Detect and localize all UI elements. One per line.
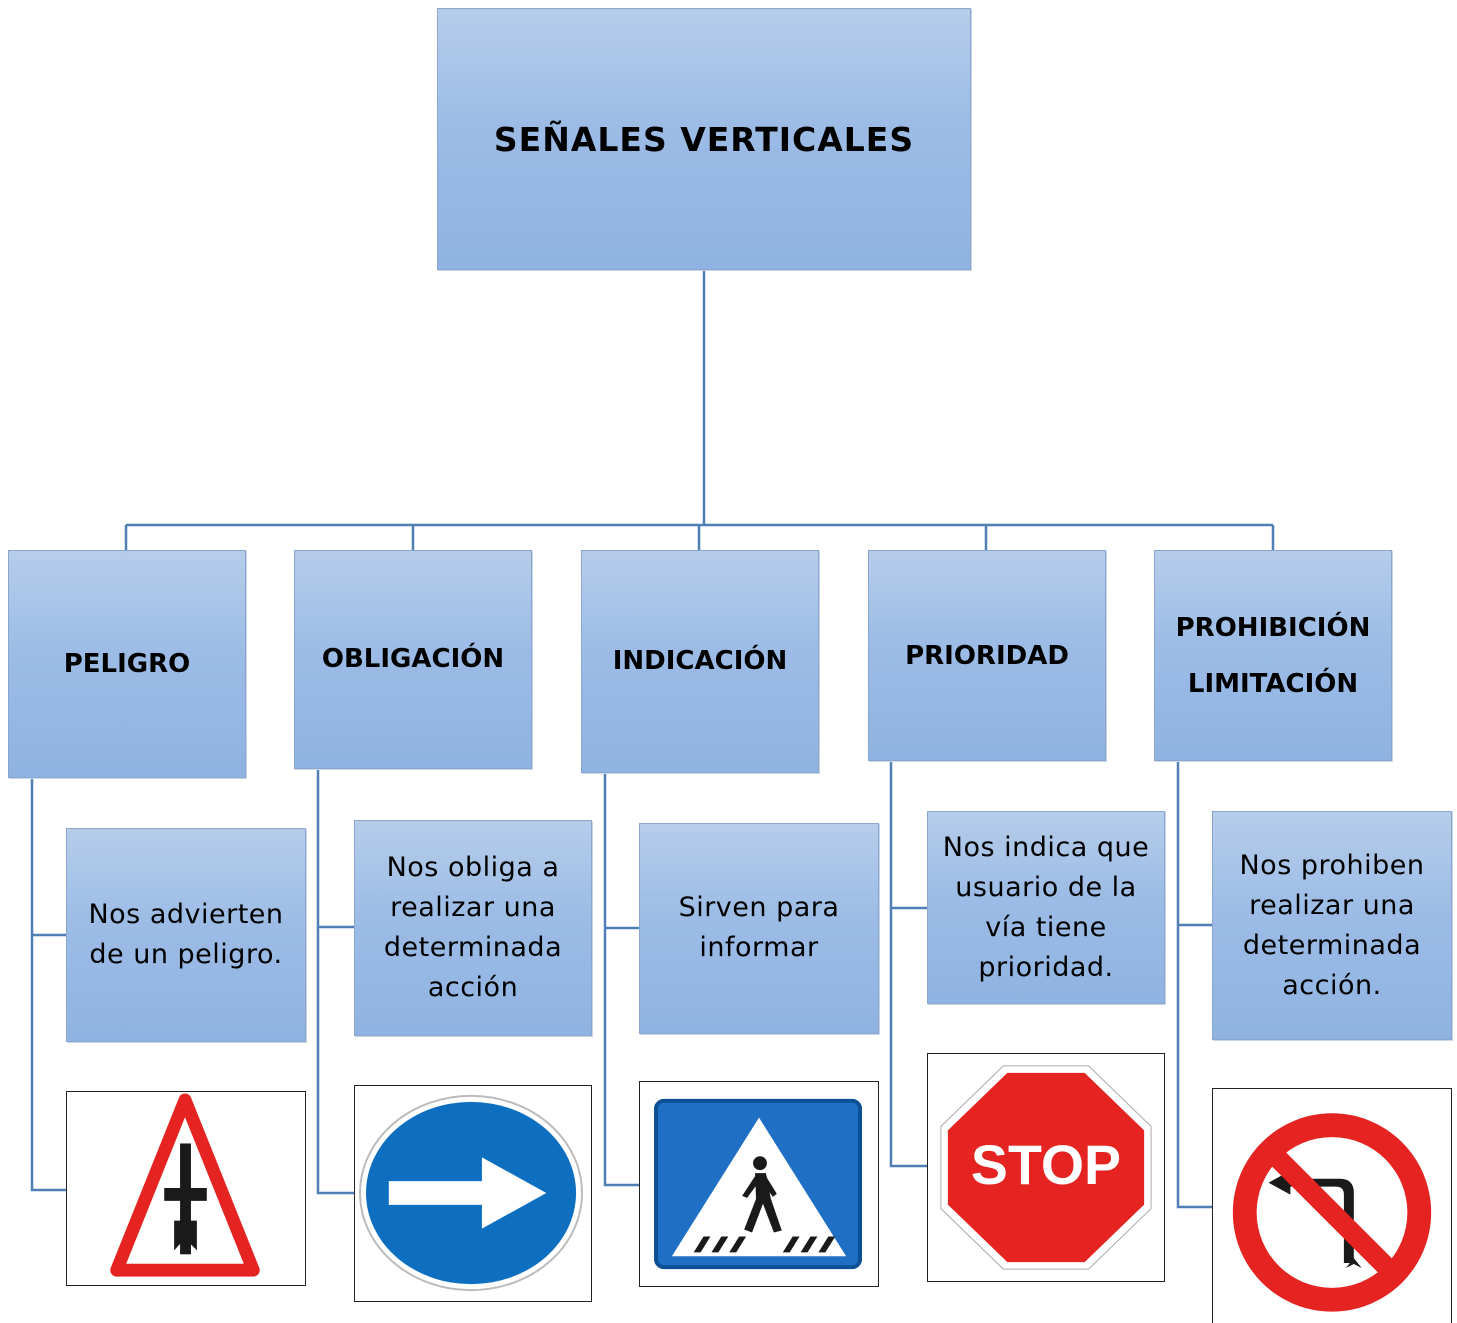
stop-sign-icon: STOP: [927, 1053, 1165, 1282]
category-label: PROHIBICIÓN LIMITACIÓN: [1175, 612, 1371, 699]
category-label: PELIGRO: [63, 649, 191, 679]
description-indicacion: Sirven para informar: [639, 823, 879, 1034]
description-text: Nos obliga a realizar una determinada ac…: [383, 852, 563, 1003]
category-label: PRIORIDAD: [905, 641, 1069, 671]
category-indicacion: INDICACIÓN: [581, 550, 819, 773]
category-peligro: PELIGRO: [8, 550, 246, 778]
description-prohibicion: Nos prohiben realizar una determinada ac…: [1212, 811, 1452, 1040]
description-text: Sirven para informar: [678, 892, 840, 963]
category-label: INDICACIÓN: [612, 646, 788, 676]
description-obligacion: Nos obliga a realizar una determinada ac…: [354, 820, 592, 1036]
category-prohibicion: PROHIBICIÓN LIMITACIÓN: [1154, 550, 1392, 761]
description-prioridad: Nos indica que usuario de la vía tiene p…: [927, 811, 1165, 1004]
category-label: OBLIGACIÓN: [321, 644, 505, 674]
crossroads-priority-warning-sign-icon: [66, 1091, 306, 1286]
diagram-title: SEÑALES VERTICALES: [493, 119, 915, 159]
stop-sign-text: STOP: [971, 1134, 1121, 1196]
title-box: SEÑALES VERTICALES: [437, 8, 971, 270]
description-text: Nos advierten de un peligro.: [88, 899, 284, 970]
description-text: Nos prohiben realizar una determinada ac…: [1239, 849, 1425, 1001]
mandatory-right-turn-sign-icon: [354, 1085, 592, 1302]
description-peligro: Nos advierten de un peligro.: [66, 828, 306, 1042]
category-prioridad: PRIORIDAD: [868, 550, 1106, 761]
description-text: Nos indica que usuario de la vía tiene p…: [942, 831, 1150, 983]
no-left-turn-sign-icon: [1212, 1088, 1452, 1323]
pedestrian-crossing-sign-icon: [639, 1081, 879, 1287]
category-obligacion: OBLIGACIÓN: [294, 550, 532, 769]
